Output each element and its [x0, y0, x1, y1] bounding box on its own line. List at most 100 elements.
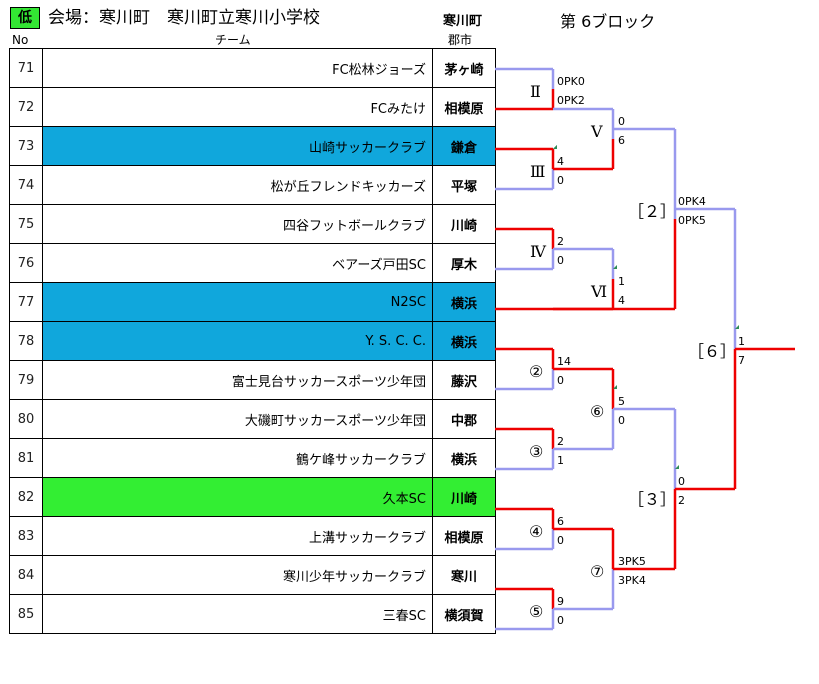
team-number: 83: [9, 516, 43, 556]
winner-marker: [613, 385, 617, 389]
score-c6-top: 5: [618, 395, 625, 408]
score-r3-bot: 0: [557, 174, 564, 187]
team-city: 鎌倉: [432, 126, 496, 166]
level-badge: 低: [10, 7, 40, 29]
score-b2-top: 0PK4: [678, 195, 706, 208]
team-city: 川崎: [432, 204, 496, 244]
round-label-3: ③: [529, 442, 543, 461]
team-city: 横須賀: [432, 594, 496, 634]
score-c4-top: 6: [557, 515, 564, 528]
score-b3-top: 0: [678, 475, 685, 488]
score-b6-top: 1: [738, 335, 745, 348]
score-c4-bot: 0: [557, 534, 564, 547]
score-c3-bot: 1: [557, 454, 564, 467]
team-name: Y. S. C. C.: [42, 321, 433, 361]
winner-marker: [553, 145, 557, 149]
round-label-IV: Ⅳ: [530, 242, 547, 261]
team-number: 76: [9, 243, 43, 283]
column-header-team: チーム: [215, 33, 251, 47]
team-city: 相模原: [432, 516, 496, 556]
team-name: ベアーズ戸田SC: [42, 243, 433, 283]
team-name: 三春SC: [42, 594, 433, 634]
team-number: 74: [9, 165, 43, 205]
score-r6-bot: 4: [618, 294, 625, 307]
score-c5-bot: 0: [557, 614, 564, 627]
score-r6-top: 1: [618, 275, 625, 288]
score-b2-bot: 0PK5: [678, 214, 706, 227]
score-r2-bot: 0PK2: [557, 94, 585, 107]
team-name: 寒川少年サッカークラブ: [42, 555, 433, 595]
team-city: 中郡: [432, 399, 496, 439]
team-number: 75: [9, 204, 43, 244]
round-label-bracket-3: ［３］: [628, 490, 676, 509]
team-name: 四谷フットボールクラブ: [42, 204, 433, 244]
team-number: 82: [9, 477, 43, 517]
winner-marker: [735, 325, 739, 329]
score-c6-bot: 0: [618, 414, 625, 427]
round-label-6: ⑥: [590, 402, 604, 421]
team-city: 横浜: [432, 438, 496, 478]
team-name: 松が丘フレンドキッカーズ: [42, 165, 433, 205]
round-label-5: ⑤: [529, 602, 543, 621]
team-name: 大磯町サッカースポーツ少年団: [42, 399, 433, 439]
team-city: 藤沢: [432, 360, 496, 400]
team-city: 横浜: [432, 321, 496, 361]
team-city: 相模原: [432, 87, 496, 127]
team-city: 茅ヶ崎: [432, 48, 496, 88]
team-name: 久本SC: [42, 477, 433, 517]
team-name: 山崎サッカークラブ: [42, 126, 433, 166]
score-r4-bot: 0: [557, 254, 564, 267]
team-number: 71: [9, 48, 43, 88]
score-r3-top: 4: [557, 155, 564, 168]
winner-marker: [675, 465, 679, 469]
score-c5-top: 9: [557, 595, 564, 608]
team-number: 73: [9, 126, 43, 166]
host-city: 寒川町: [443, 14, 483, 29]
round-label-bracket-2: ［２］: [628, 202, 676, 221]
column-header-city: 郡市: [448, 33, 473, 47]
score-b6-bot: 7: [738, 354, 745, 367]
team-name: 鶴ケ峰サッカークラブ: [42, 438, 433, 478]
score-b3-bot: 2: [678, 494, 685, 507]
score-c2-bot: 0: [557, 374, 564, 387]
score-c3-top: 2: [557, 435, 564, 448]
score-r5-bot: 6: [618, 134, 625, 147]
team-city: 川崎: [432, 477, 496, 517]
score-r5-top: 0: [618, 115, 625, 128]
score-c7-bot: 3PK4: [618, 574, 646, 587]
venue-title: 会場：寒川町 寒川町立寒川小学校: [48, 8, 320, 28]
score-r4-top: 2: [557, 235, 564, 248]
team-name: 富士見台サッカースポーツ少年団: [42, 360, 433, 400]
round-label-4: ④: [529, 522, 543, 541]
round-label-bracket-6: ［６］: [688, 342, 736, 361]
team-name: 上溝サッカークラブ: [42, 516, 433, 556]
block-title: 第 6ブロック: [560, 12, 656, 31]
column-header-no: No: [12, 33, 29, 47]
score-c2-top: 14: [557, 355, 571, 368]
round-label-II: Ⅱ: [530, 82, 541, 101]
score-r2-top: 0PK0: [557, 75, 585, 88]
round-label-2: ②: [529, 362, 543, 381]
score-c7-top: 3PK5: [618, 555, 646, 568]
winner-marker: [613, 265, 617, 269]
team-city: 横浜: [432, 282, 496, 322]
round-label-VI: Ⅵ: [590, 282, 607, 301]
round-label-V: Ⅴ: [590, 122, 603, 141]
round-label-7: ⑦: [590, 562, 604, 581]
round-label-III: Ⅲ: [530, 162, 545, 181]
